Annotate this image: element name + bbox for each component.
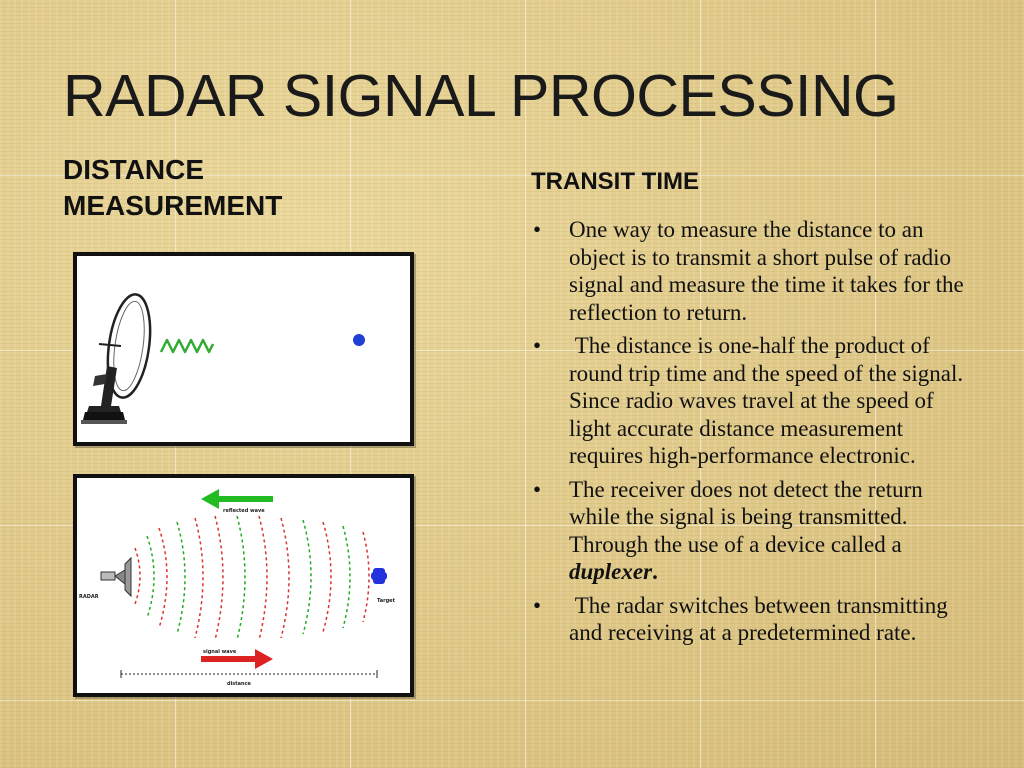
- grid-line: [0, 700, 1024, 701]
- left-heading: DISTANCE MEASUREMENT: [63, 154, 283, 221]
- radar-diagram-svg: [81, 293, 365, 424]
- slide-title: RADAR SIGNAL PROCESSING: [63, 63, 899, 129]
- radar-label: RADAR: [79, 594, 99, 600]
- bullet-marker: •: [533, 592, 542, 618]
- distance-label: distance: [227, 681, 252, 687]
- bullet-text: The receiver does not detect the return …: [569, 476, 929, 557]
- emphasis-term: duplexer: [569, 559, 653, 584]
- wave-fronts: [134, 515, 370, 641]
- target-label: Target: [377, 598, 396, 604]
- radar-dish-icon: [81, 293, 152, 424]
- grid-line: [525, 0, 526, 768]
- bullet-text: The distance is one-half the product of …: [569, 333, 969, 468]
- bullet-marker: •: [533, 476, 542, 502]
- radar-diagram: [73, 252, 414, 446]
- signal-wave-icon: [159, 338, 215, 354]
- target-dot-icon: [353, 334, 365, 346]
- bullet-item: • One way to measure the distance to an …: [533, 216, 973, 326]
- bullet-marker: •: [533, 217, 542, 242]
- return-arrow-icon: [201, 489, 273, 509]
- bullet-list: • One way to measure the distance to an …: [533, 216, 973, 653]
- bullet-item: • The receiver does not detect the retur…: [533, 476, 973, 586]
- distance-marker: [120, 670, 378, 678]
- bullet-item: • The radar switches between transmittin…: [533, 592, 973, 647]
- wave-propagation-svg: reflected wave RADAR: [79, 489, 396, 687]
- grid-line: [700, 0, 701, 768]
- reflected-wave-label: reflected wave: [223, 508, 265, 514]
- grid-line: [0, 175, 1024, 176]
- radar-horn-icon: [100, 556, 132, 598]
- grid-line: [875, 0, 876, 768]
- bullet-text-end: .: [652, 559, 658, 584]
- outgoing-arrow-icon: [201, 649, 273, 669]
- grid-line: [0, 350, 1024, 351]
- bullet-text: One way to measure the distance to an ob…: [569, 217, 964, 325]
- bullet-item: • The distance is one-half the product o…: [533, 332, 973, 470]
- signal-wave-label: signal wave: [203, 649, 237, 655]
- bullet-marker: •: [533, 333, 542, 358]
- grid-line: [0, 525, 1024, 526]
- wave-propagation-diagram: reflected wave RADAR: [73, 474, 414, 697]
- target-icon: [371, 568, 387, 584]
- bullet-text: The radar switches between transmitting …: [569, 592, 954, 646]
- right-heading: TRANSIT TIME: [531, 168, 699, 195]
